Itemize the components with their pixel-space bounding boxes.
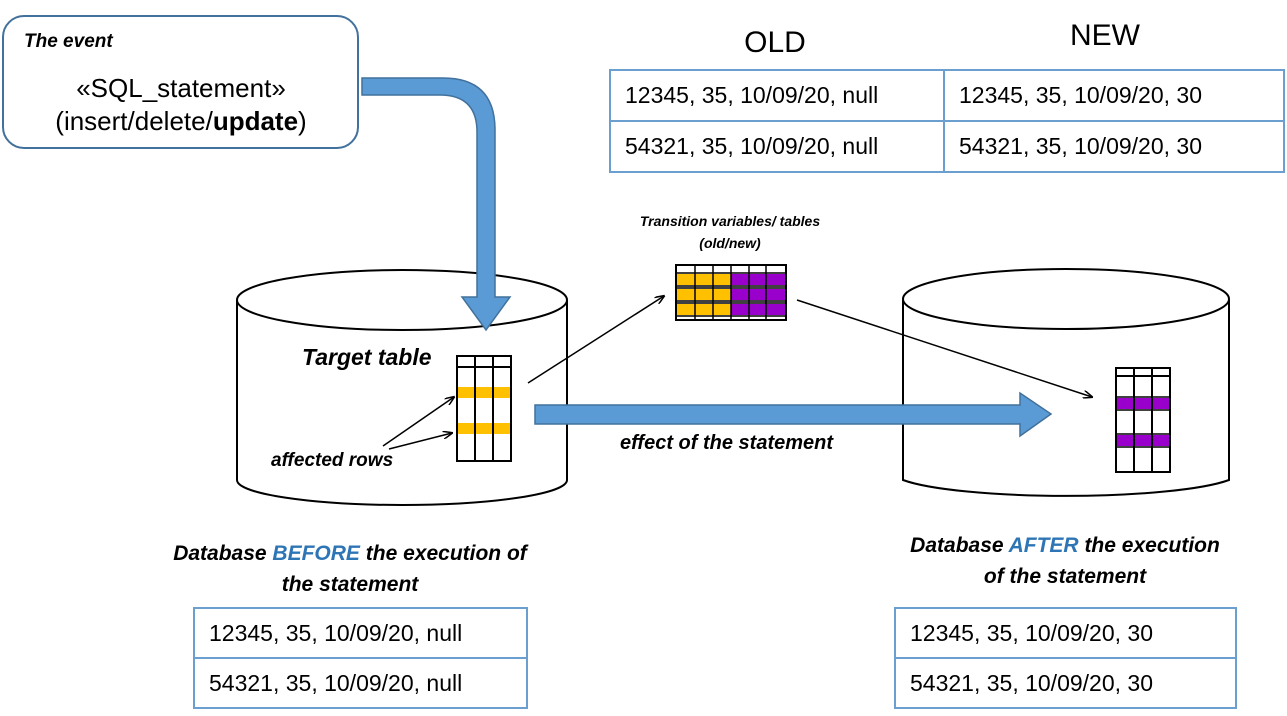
table-row: 54321, 35, 10/09/20, null 54321, 35, 10/… <box>609 120 1285 173</box>
target-table-grid <box>456 355 512 462</box>
transition-label: Transition variables/ tables (old/new) <box>610 210 850 254</box>
result-table-grid <box>1115 367 1171 473</box>
after-table: 12345, 35, 10/09/20, 30 54321, 35, 10/09… <box>894 607 1237 709</box>
target-table-label: Target table <box>302 344 432 370</box>
table-row: 54321, 35, 10/09/20, null <box>193 657 528 709</box>
updated-row-1 <box>1116 398 1170 409</box>
table-row: 12345, 35, 10/09/20, null <box>193 607 528 659</box>
transition-label-line1: Transition variables/ tables <box>639 213 821 229</box>
old-new-table: 12345, 35, 10/09/20, null 12345, 35, 10/… <box>609 69 1285 173</box>
transition-label-line2: (old/new) <box>699 235 761 251</box>
affected-row-pointer-2 <box>388 433 452 450</box>
transition-table-grid <box>675 264 787 321</box>
after-caption-line1: Database AFTER the execution <box>865 530 1265 561</box>
before-row-cell: 12345, 35, 10/09/20, null <box>193 607 528 659</box>
new-header: NEW <box>1070 19 1140 52</box>
before-caption-prefix: Database <box>173 542 273 565</box>
event-kinds-prefix: (insert/delete/ <box>55 106 213 136</box>
event-kinds-suffix: ) <box>298 106 307 136</box>
effect-arrow <box>534 391 1053 438</box>
event-title: The event <box>24 31 113 52</box>
before-caption-line1: Database BEFORE the execution of <box>150 538 550 569</box>
effect-label: effect of the statement <box>620 432 834 454</box>
event-to-target-arrow <box>361 77 512 332</box>
after-caption-prefix: Database <box>910 534 1009 557</box>
affected-row-2 <box>457 423 511 434</box>
after-caption-suffix: the execution <box>1078 534 1220 557</box>
before-caption-line2: the statement <box>281 573 419 596</box>
affected-row-pointer-1 <box>382 397 454 447</box>
before-table: 12345, 35, 10/09/20, null 54321, 35, 10/… <box>193 607 528 709</box>
after-row-cell: 54321, 35, 10/09/20, 30 <box>894 657 1237 709</box>
before-highlight: BEFORE <box>272 542 360 565</box>
table-row: 12345, 35, 10/09/20, null 12345, 35, 10/… <box>609 69 1285 122</box>
old-cell: 54321, 35, 10/09/20, null <box>609 120 945 173</box>
event-kinds: (insert/delete/update) <box>0 106 362 137</box>
affected-rows-label: affected rows <box>271 450 394 471</box>
before-row-cell: 54321, 35, 10/09/20, null <box>193 657 528 709</box>
table-row: 12345, 35, 10/09/20, 30 <box>894 607 1237 659</box>
after-row-cell: 12345, 35, 10/09/20, 30 <box>894 607 1237 659</box>
after-caption-line2: of the statement <box>983 565 1147 588</box>
affected-row-1 <box>457 387 511 398</box>
from-transition-pointer <box>796 299 1092 397</box>
database-after-cylinder <box>902 268 1230 497</box>
after-highlight: AFTER <box>1008 534 1079 557</box>
new-cell: 12345, 35, 10/09/20, 30 <box>943 69 1285 122</box>
updated-row-2 <box>1116 435 1170 446</box>
to-transition-pointer <box>527 296 664 384</box>
after-caption: Database AFTER the execution of the stat… <box>865 530 1265 592</box>
before-caption: Database BEFORE the execution of the sta… <box>150 538 550 600</box>
before-caption-suffix: the execution of <box>359 542 527 565</box>
old-header: OLD <box>744 26 806 59</box>
new-cell: 54321, 35, 10/09/20, 30 <box>943 120 1285 173</box>
event-statement: «SQL_statement» <box>76 73 286 103</box>
event-box <box>2 15 359 149</box>
event-kinds-bold: update <box>212 106 299 136</box>
table-row: 54321, 35, 10/09/20, 30 <box>894 657 1237 709</box>
old-cell: 12345, 35, 10/09/20, null <box>609 69 945 122</box>
